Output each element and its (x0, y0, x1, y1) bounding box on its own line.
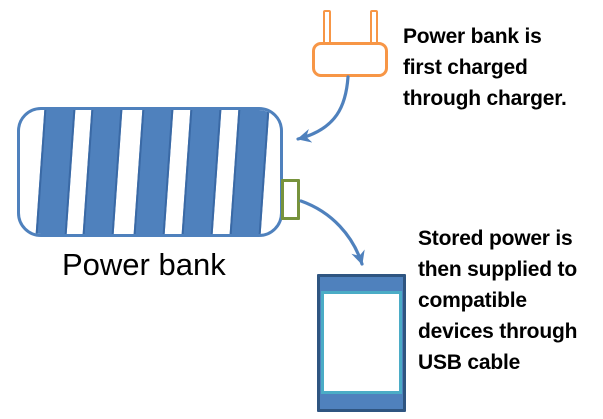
arrow-charger-to-powerbank (296, 75, 350, 143)
charger-plug-icon (312, 42, 388, 77)
battery-stripe (35, 110, 76, 234)
supply-note: Stored power is then supplied to compati… (418, 227, 578, 374)
battery-stripe (133, 110, 174, 234)
battery-stripe (181, 110, 222, 234)
plug-prong-left-icon (323, 10, 331, 46)
phone-screen (321, 291, 402, 394)
power-bank-label: Power bank (62, 247, 226, 282)
charging-note: Power bank is first charged through char… (403, 25, 567, 110)
arrow-powerbank-to-phone (299, 199, 365, 266)
plug-prong-right-icon (370, 10, 378, 46)
phone-icon (317, 274, 406, 412)
usb-port-icon (281, 179, 300, 220)
battery-stripe (82, 110, 123, 234)
power-bank-icon (17, 107, 283, 237)
battery-stripe (229, 110, 270, 234)
